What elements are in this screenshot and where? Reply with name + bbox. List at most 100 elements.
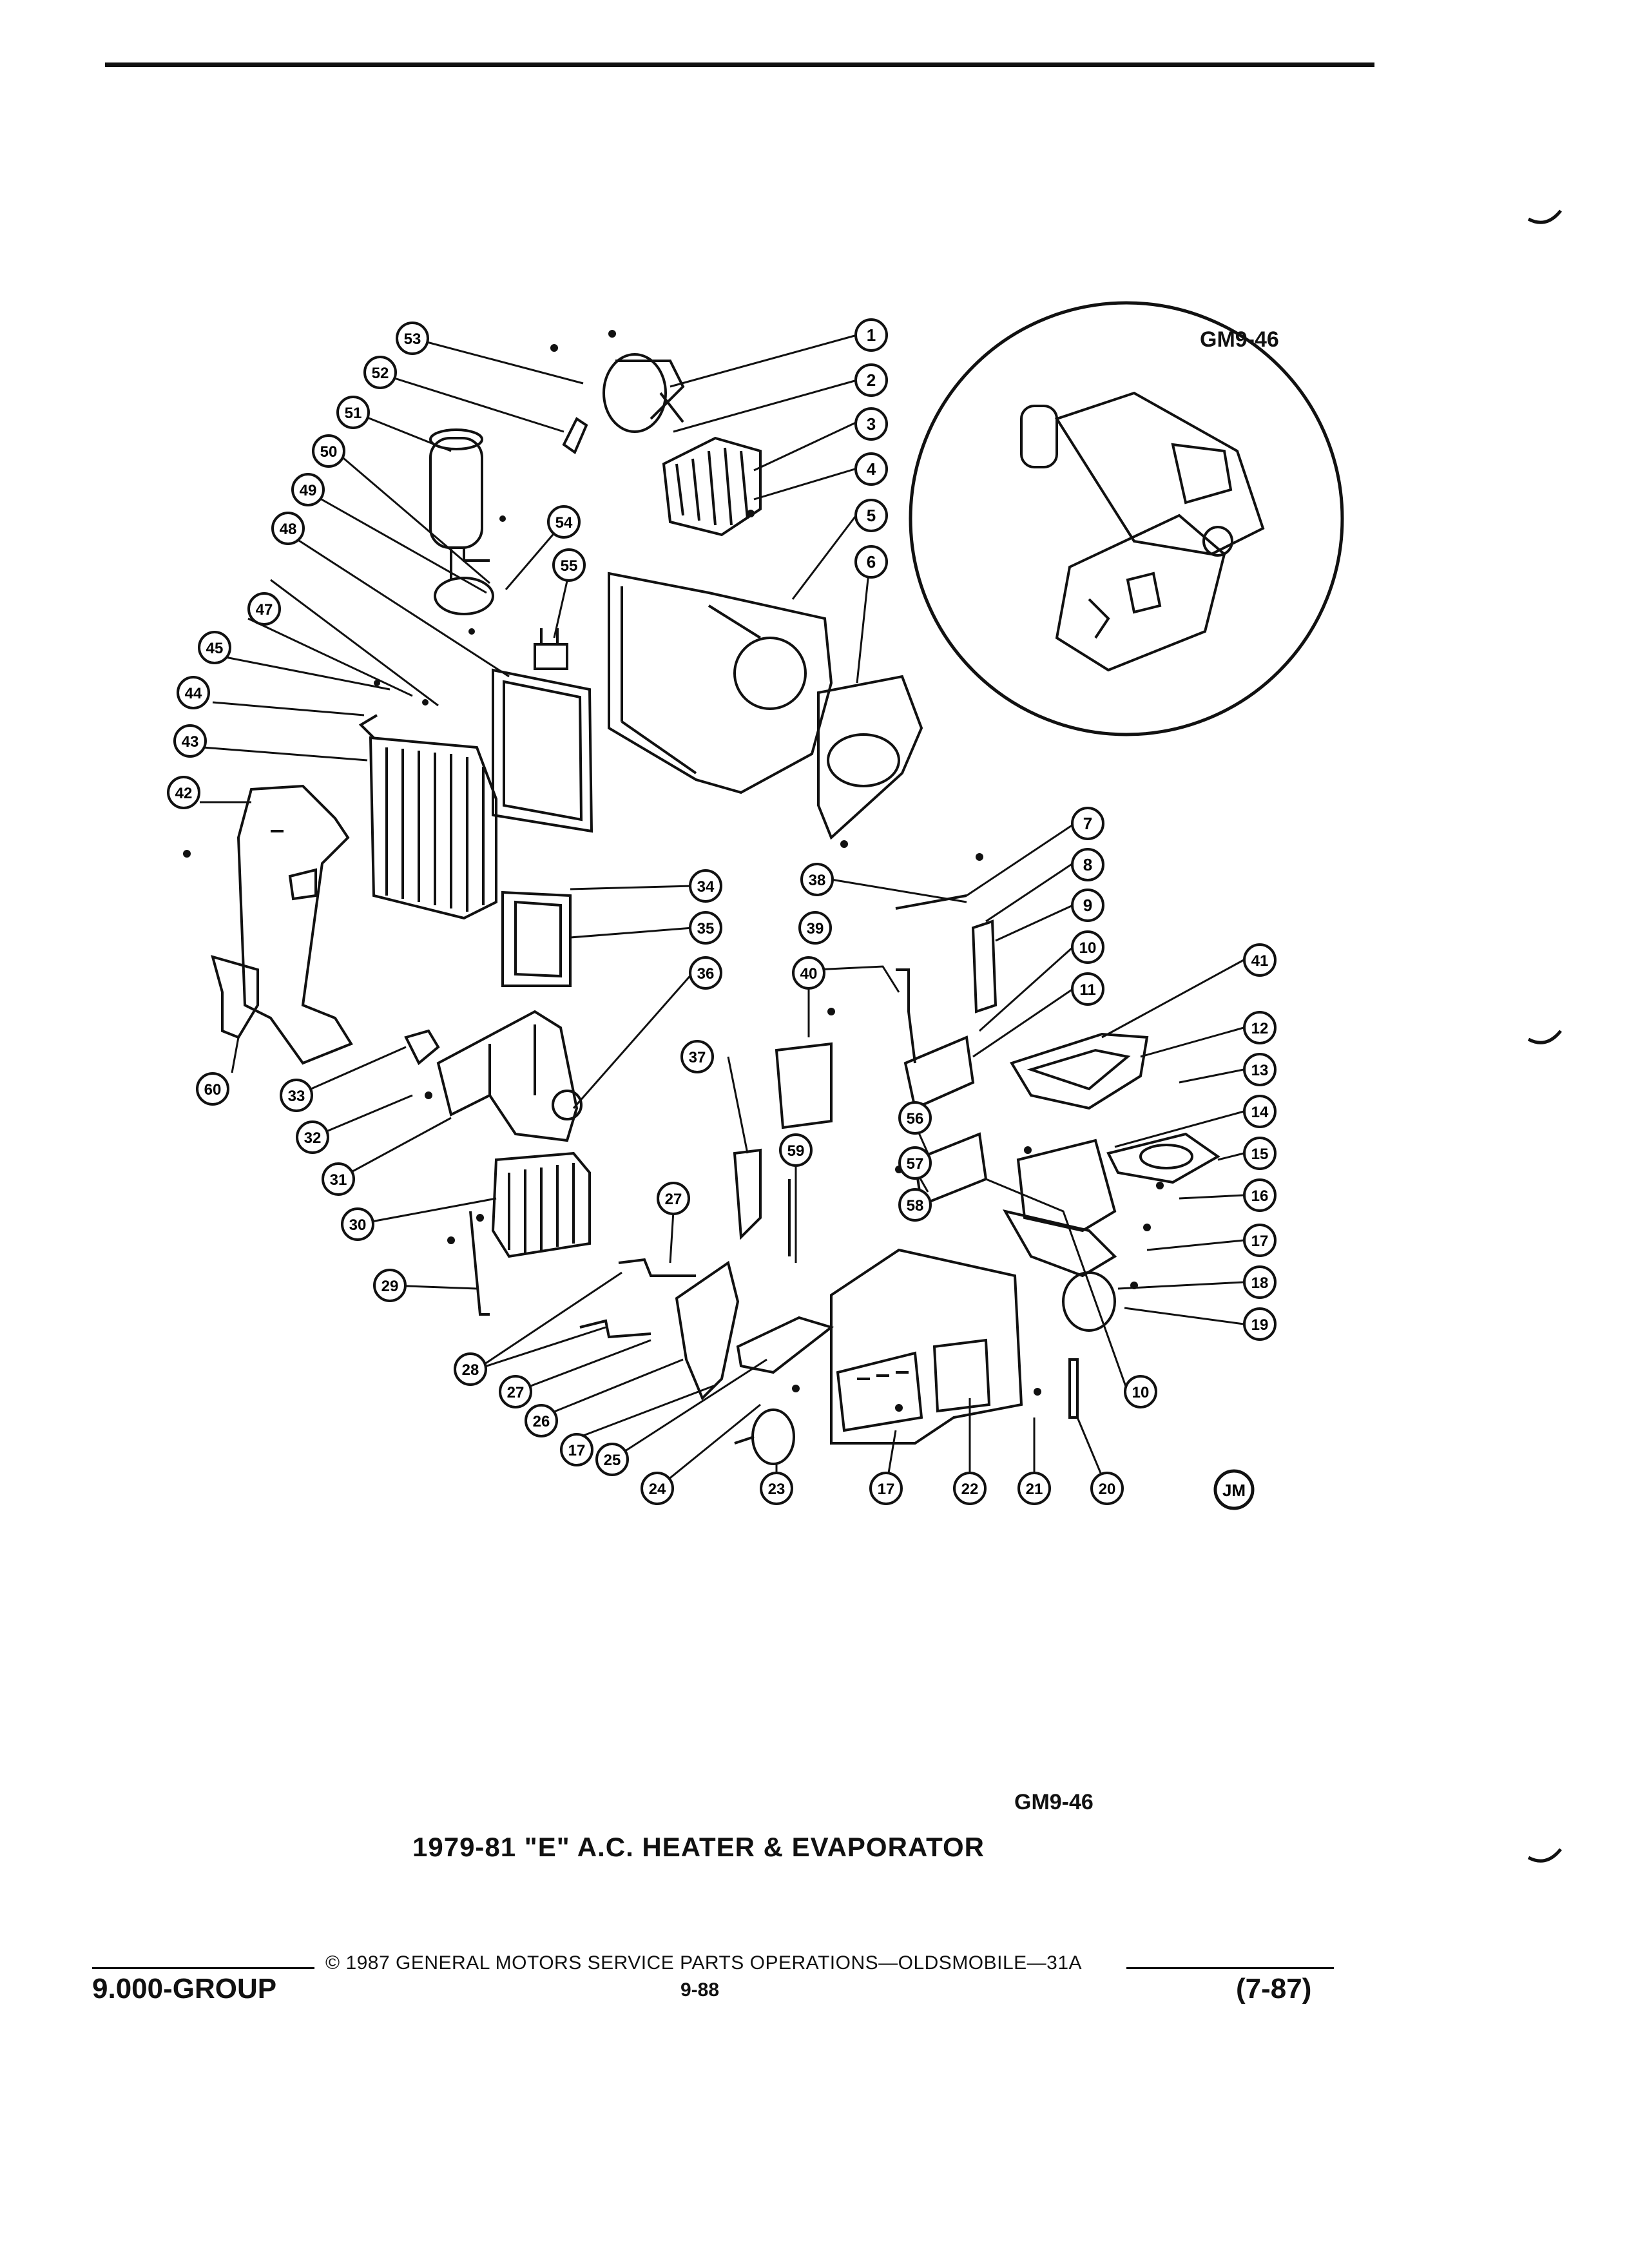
callout-label: 37 (689, 1049, 706, 1066)
callout-label: 24 (649, 1481, 666, 1498)
callout-label: 12 (1251, 1020, 1269, 1037)
blower-wheel (662, 436, 762, 537)
callout-label: 5 (867, 506, 876, 525)
callout-52: 52 (363, 356, 397, 389)
callout-label: 1 (867, 325, 876, 345)
jm-badge: JM (1213, 1469, 1255, 1510)
callout-55: 55 (552, 548, 586, 582)
callout-label: 10 (1079, 939, 1097, 957)
callout-2: 2 (854, 363, 888, 397)
callout-label: 35 (697, 920, 715, 937)
callout-35: 35 (689, 911, 722, 945)
callout-56: 56 (898, 1101, 932, 1135)
heater-housing (830, 1248, 1023, 1445)
callout-bubbles: 1234567891011121314151617181920212223242… (167, 318, 1277, 1505)
case-seal (492, 668, 593, 833)
callout-43: 43 (173, 724, 207, 758)
copyright-line: © 1987 GENERAL MOTORS SERVICE PARTS OPER… (325, 1952, 1083, 1974)
callout-label: 28 (462, 1361, 479, 1379)
callout-38: 38 (800, 863, 834, 896)
group-label: 9.000-GROUP (92, 1973, 277, 2004)
callout-label: 60 (204, 1081, 222, 1099)
callout-label: 19 (1251, 1316, 1269, 1334)
callout-47: 47 (247, 592, 281, 626)
callout-17: 17 (560, 1433, 593, 1466)
callout-33: 33 (280, 1079, 313, 1112)
callout-label: 17 (568, 1442, 586, 1459)
callout-45: 45 (198, 631, 231, 664)
callout-41: 41 (1243, 943, 1277, 977)
evaporator-case (608, 572, 833, 794)
callout-13: 13 (1243, 1053, 1277, 1086)
callout-label: 30 (349, 1216, 367, 1234)
callout-15: 15 (1243, 1137, 1277, 1170)
callout-60: 60 (196, 1072, 229, 1106)
callout-label: 27 (507, 1384, 525, 1401)
callout-label: 29 (381, 1278, 399, 1295)
actuator-23 (734, 1408, 795, 1465)
callout-28: 28 (454, 1352, 487, 1386)
callout-30: 30 (341, 1207, 374, 1241)
callout-31: 31 (322, 1162, 355, 1196)
callout-1: 1 (854, 318, 888, 352)
callout-49: 49 (291, 473, 325, 506)
inset-reference-label: GM9-46 (1200, 327, 1279, 352)
drain-hose (562, 417, 588, 455)
callout-42: 42 (167, 776, 200, 809)
callout-34: 34 (689, 869, 722, 903)
callout-27: 27 (657, 1182, 690, 1215)
resistor (534, 628, 568, 670)
callout-label: 20 (1099, 1481, 1116, 1498)
seal-37 (733, 1148, 762, 1240)
callout-label: 27 (665, 1191, 682, 1208)
outlet-15 (1106, 1132, 1220, 1184)
callout-label: 10 (1132, 1384, 1150, 1401)
callout-label: 34 (697, 878, 715, 896)
callout-label: 33 (288, 1088, 305, 1105)
callout-18: 18 (1243, 1265, 1277, 1299)
callout-label: 6 (867, 552, 876, 572)
link-rods (788, 894, 967, 1256)
callout-label: 50 (320, 443, 338, 461)
heater-case (436, 1010, 583, 1142)
leader-lines (200, 334, 1244, 1490)
gasket-40 (775, 1042, 833, 1129)
diagram-title: 1979-81 "E" A.C. HEATER & EVAPORATOR (412, 1832, 985, 1862)
callout-48: 48 (271, 512, 305, 545)
callout-label: 42 (175, 785, 193, 802)
callout-label: 25 (604, 1452, 621, 1469)
callout-40: 40 (792, 956, 825, 990)
callout-59: 59 (779, 1133, 813, 1167)
callout-14: 14 (1243, 1095, 1277, 1128)
svg-text:JM: JM (1222, 1481, 1246, 1500)
binding-mark (1527, 1848, 1562, 1863)
callout-27: 27 (499, 1375, 532, 1408)
callout-label: 23 (768, 1481, 786, 1498)
callout-26: 26 (525, 1404, 558, 1437)
callout-25: 25 (595, 1443, 629, 1476)
core-clamp-29 (469, 1211, 490, 1316)
callout-label: 40 (800, 965, 818, 983)
callout-label: 18 (1251, 1274, 1269, 1292)
evaporator-core (358, 714, 497, 920)
callout-label: 45 (206, 640, 224, 657)
callout-12: 12 (1243, 1011, 1277, 1044)
callout-label: 56 (907, 1110, 924, 1128)
callout-44: 44 (177, 676, 210, 709)
callout-label: 44 (185, 685, 202, 702)
callout-label: 57 (907, 1155, 924, 1173)
callout-23: 23 (760, 1472, 793, 1505)
callout-50: 50 (312, 434, 345, 468)
callout-label: 36 (697, 965, 715, 983)
callout-19: 19 (1243, 1307, 1277, 1341)
callout-label: 7 (1083, 814, 1092, 833)
callout-5: 5 (854, 499, 888, 532)
callout-32: 32 (296, 1120, 329, 1154)
page-number: 9-88 (680, 1979, 720, 2001)
callout-label: 17 (878, 1481, 895, 1498)
callout-label: 26 (533, 1413, 550, 1430)
callout-label: 59 (787, 1142, 805, 1160)
seal-34-35 (501, 890, 572, 987)
callout-8: 8 (1071, 848, 1104, 881)
